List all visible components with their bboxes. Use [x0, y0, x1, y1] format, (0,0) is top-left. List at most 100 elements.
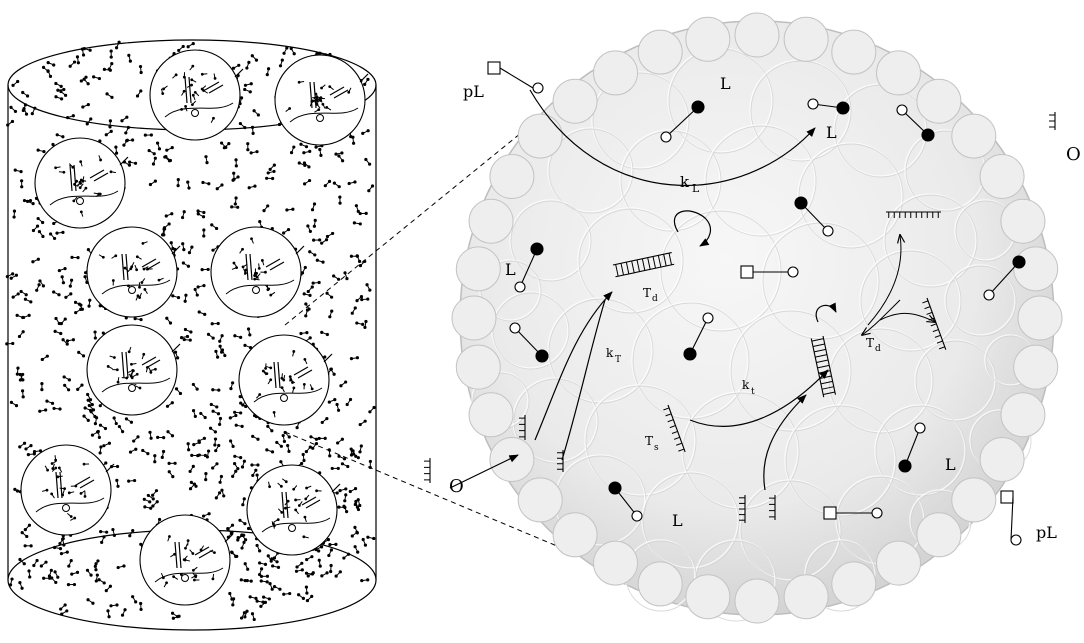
monomer-dumbbell — [266, 67, 270, 76]
sphere-rim-bump — [686, 17, 730, 61]
monomer-dumbbell — [181, 242, 185, 251]
monomer-dumbbell — [31, 258, 40, 264]
monomer-dumbbell — [229, 381, 234, 390]
monomer-dumbbell — [290, 47, 296, 55]
monomer-dumbbell — [353, 526, 359, 535]
monomer-dumbbell — [234, 158, 238, 167]
sphere-rim-bump — [1014, 247, 1058, 291]
monomer-dumbbell — [58, 267, 67, 272]
monomer-dumbbell — [367, 184, 374, 192]
label-Ts: T — [645, 434, 653, 448]
monomer-dumbbell — [197, 437, 206, 443]
monomer-dumbbell — [70, 256, 79, 260]
monomer-dumbbell — [234, 196, 238, 205]
monomer-dumbbell — [279, 58, 284, 67]
monomer-dumbbell — [24, 444, 32, 451]
sphere-rim-bump — [1014, 345, 1058, 389]
monomer-dumbbell — [177, 178, 180, 187]
monomer-dumbbell — [332, 274, 340, 281]
monomer-dumbbell — [339, 380, 347, 387]
monomer-dumbbell — [320, 238, 328, 245]
monomer-dumbbell — [12, 292, 20, 298]
monomer-dumbbell — [188, 245, 194, 254]
monomer-dumbbell — [351, 306, 357, 314]
label-L-right: L — [826, 123, 837, 142]
monomer-dumbbell — [108, 119, 112, 128]
monomer-dumbbell — [115, 479, 119, 488]
monomer-dumbbell — [284, 431, 291, 439]
monomer-dumbbell — [204, 155, 208, 164]
monomer-dumbbell — [210, 403, 219, 409]
sphere-rim-bump — [553, 79, 597, 123]
monomer-dumbbell — [81, 103, 90, 109]
monomer-dumbbell — [186, 181, 190, 190]
label-O-left: O — [449, 476, 464, 497]
monomer-dumbbell — [301, 266, 307, 275]
monomer-dumbbell — [311, 202, 316, 211]
compartment-sphere — [452, 13, 1062, 623]
monomer-dumbbell — [66, 338, 75, 342]
monomer-dumbbell — [324, 180, 331, 187]
sphere-rim-bump — [469, 199, 513, 243]
monomer-dumbbell — [363, 78, 369, 86]
monomer-dumbbell — [312, 281, 321, 285]
monomer-dumbbell — [358, 444, 363, 453]
vesicle — [211, 227, 304, 317]
label-pL-bottom: pL — [1036, 523, 1057, 542]
monomer-dumbbell — [275, 441, 283, 448]
sphere-rim-bump — [784, 575, 828, 619]
monomer-dumbbell — [165, 146, 174, 152]
label-kt: k — [742, 378, 750, 392]
label-kL: k — [680, 173, 690, 191]
monomer-dumbbell — [5, 342, 14, 346]
monomer-dumbbell — [166, 401, 174, 408]
monomer-dumbbell — [262, 204, 269, 212]
monomer-dumbbell — [312, 238, 321, 241]
monomer-dumbbell — [76, 55, 80, 64]
monomer-dumbbell — [285, 208, 294, 212]
monomer-dumbbell — [132, 435, 140, 442]
monomer-dumbbell — [245, 61, 250, 70]
vesicle — [87, 227, 180, 317]
monomer-dumbbell — [187, 442, 191, 451]
monomer-dumbbell — [171, 294, 180, 299]
monomer-dumbbell — [207, 333, 215, 340]
monomer-dumbbell — [46, 69, 52, 78]
vesicle-membrane — [247, 465, 337, 555]
vesicle — [21, 445, 114, 535]
monomer-dumbbell — [355, 321, 364, 326]
monomer-dumbbell — [118, 425, 124, 433]
monomer-dumbbell — [143, 498, 152, 504]
monomer-dumbbell — [355, 204, 360, 213]
monomer-dumbbell — [233, 455, 242, 460]
sphere-rim-bump — [980, 155, 1024, 199]
monomer-dumbbell — [336, 438, 344, 445]
monomer-dumbbell — [37, 217, 45, 224]
monomer-dumbbell — [18, 442, 26, 449]
monomer-dumbbell — [60, 317, 67, 325]
monomer-dumbbell — [52, 407, 61, 411]
sphere-rim-bump — [784, 17, 828, 61]
sphere-rim-bump — [594, 541, 638, 585]
monomer-dumbbell — [54, 95, 63, 100]
monomer-dumbbell — [144, 133, 153, 136]
monomer-dumbbell — [214, 350, 219, 359]
monomer-dumbbell — [54, 330, 63, 335]
monomer-dumbbell — [201, 181, 210, 185]
monomer-dumbbell — [306, 224, 312, 233]
monomer-dumbbell — [209, 427, 217, 434]
monomer-dumbbell — [282, 228, 290, 235]
monomer-dumbbell — [40, 382, 43, 391]
monomer-dumbbell — [93, 330, 96, 339]
monomer-dumbbell — [189, 465, 195, 473]
monomer-dumbbell — [335, 403, 340, 412]
monomer-dumbbell — [69, 279, 73, 288]
sphere-rim-bump — [638, 30, 682, 74]
monomer-dumbbell — [309, 435, 318, 441]
label-Td-left: T — [643, 286, 651, 300]
monomer-dumbbell — [349, 487, 357, 493]
monomer-dumbbell — [348, 180, 357, 185]
label-kT-sub: T — [615, 355, 621, 365]
monomer-dumbbell — [110, 49, 113, 58]
